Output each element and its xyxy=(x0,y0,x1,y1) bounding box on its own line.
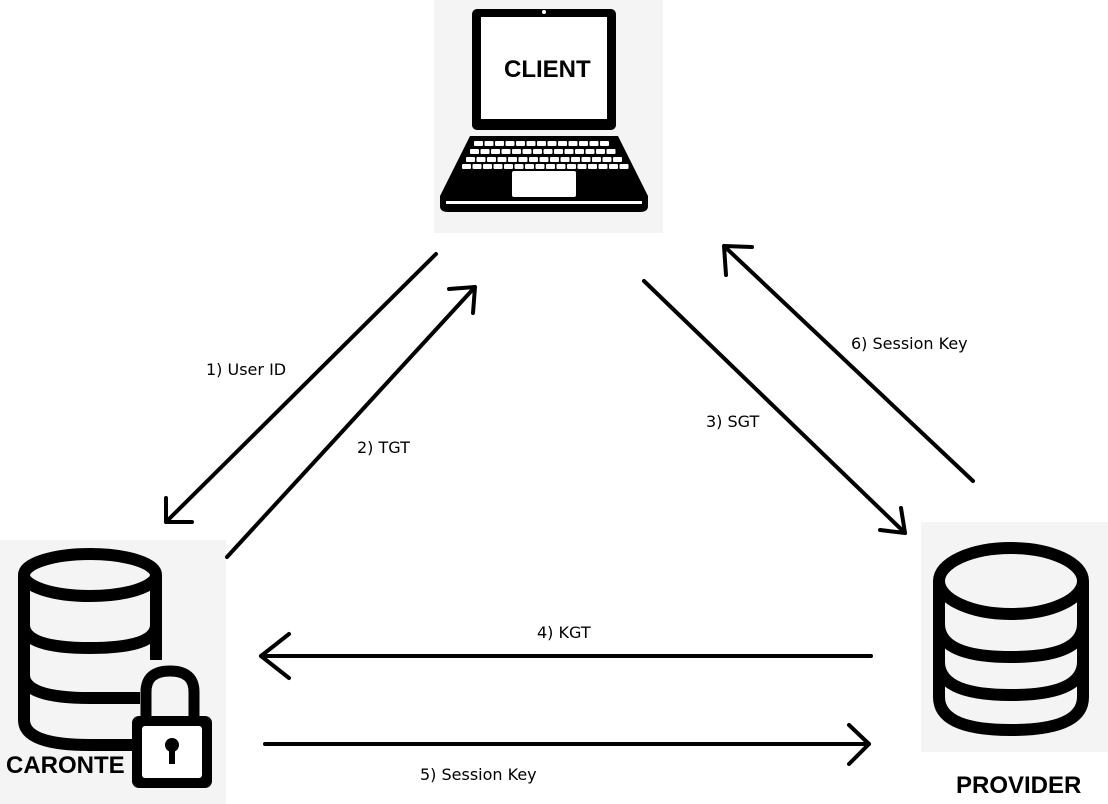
keyboard-key xyxy=(462,164,471,169)
keyboard-key xyxy=(543,149,553,154)
keyboard-key xyxy=(470,149,479,154)
keyboard-key xyxy=(501,149,511,154)
keyboard-key xyxy=(585,149,595,154)
keyboard-key xyxy=(537,141,546,146)
keyboard-key xyxy=(504,164,513,169)
caronte-label: CARONTE xyxy=(6,752,125,779)
keyboard-key xyxy=(487,157,496,162)
client-label: CLIENT xyxy=(504,56,591,83)
database-lock-icon xyxy=(18,548,162,751)
keyboard-key xyxy=(558,141,567,146)
arrow-sgt xyxy=(642,279,907,535)
keyboard-key xyxy=(525,164,534,169)
keyboard-key xyxy=(547,141,557,146)
arrow-kgt xyxy=(259,632,873,680)
keyboard-key xyxy=(600,141,609,146)
keyboard-key xyxy=(596,149,605,154)
keyboard-key xyxy=(581,157,591,162)
keyboard-key xyxy=(592,157,601,162)
arrow-user-id xyxy=(164,252,438,524)
keyboard-key xyxy=(484,141,494,146)
keyboard-key xyxy=(480,149,490,154)
keyboard-key xyxy=(512,149,521,154)
lock-icon xyxy=(132,665,212,788)
keyboard-key xyxy=(619,164,629,169)
keyboard-key xyxy=(497,157,507,162)
keyboard-key xyxy=(568,141,578,146)
keyboard-key xyxy=(564,149,574,154)
keyboard-key xyxy=(476,157,486,162)
keyboard-key xyxy=(588,164,597,169)
edge-label-tgt: 2) TGT xyxy=(357,438,410,457)
provider-label: PROVIDER xyxy=(956,772,1082,799)
keyboard-key xyxy=(539,157,549,162)
keyboard-key xyxy=(505,141,515,146)
keyboard-key xyxy=(483,164,492,169)
keyboard-key xyxy=(598,164,608,169)
keyboard-key xyxy=(491,149,500,154)
keyboard-key xyxy=(609,164,618,169)
laptop-icon xyxy=(440,9,648,212)
keyboard-key xyxy=(567,164,576,169)
keyboard-key xyxy=(533,149,542,154)
keyboard-key xyxy=(466,157,475,162)
keyboard-key xyxy=(546,164,555,169)
keyboard-key xyxy=(602,157,612,162)
keyboard-key xyxy=(556,164,566,169)
edge-label-sgt: 3) SGT xyxy=(706,412,760,431)
keyboard-key xyxy=(613,157,622,162)
arrow-tgt xyxy=(225,285,477,559)
keyboard-key xyxy=(493,164,503,169)
keyboard-key xyxy=(554,149,563,154)
keyboard-key xyxy=(516,141,525,146)
edge-label-session-key-5: 5) Session Key xyxy=(420,765,537,784)
keyboard-key xyxy=(472,164,482,169)
keyboard-key xyxy=(529,157,538,162)
keyboard-key xyxy=(606,149,616,154)
arrow-session-key-5 xyxy=(263,723,871,766)
keyboard-key xyxy=(518,157,528,162)
keyboard-key xyxy=(535,164,545,169)
keyboard-key xyxy=(495,141,504,146)
edge-label-user-id: 1) User ID xyxy=(206,360,287,379)
keyboard-key xyxy=(577,164,587,169)
keyboard-key xyxy=(522,149,532,154)
database-icon xyxy=(933,542,1089,737)
keyboard-key xyxy=(589,141,599,146)
keyboard-key xyxy=(514,164,524,169)
keyboard-key xyxy=(571,157,580,162)
edge-label-session-key-6: 6) Session Key xyxy=(851,334,968,353)
keyboard-key xyxy=(508,157,517,162)
keyboard-key xyxy=(579,141,588,146)
keyboard-key xyxy=(526,141,536,146)
keyboard-key xyxy=(550,157,559,162)
keyboard-key xyxy=(575,149,584,154)
edge-label-kgt: 4) KGT xyxy=(537,623,591,642)
keyboard-key xyxy=(560,157,570,162)
keyboard-key xyxy=(474,141,483,146)
arrow-session-key-6 xyxy=(722,244,975,483)
